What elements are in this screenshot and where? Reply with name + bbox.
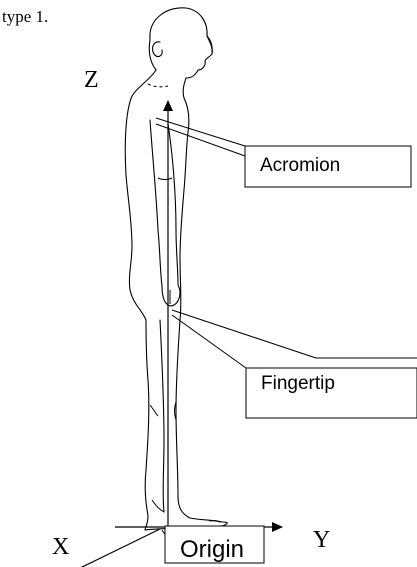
origin-callout: Origin (162, 526, 264, 563)
origin-label: Origin (180, 536, 244, 563)
human-figure (125, 8, 227, 530)
caption-text: type 1. (2, 7, 48, 26)
acromion-leader-lower (156, 124, 245, 156)
fingertip-leader-upper (172, 310, 316, 358)
fingertip-leader-lower (172, 315, 246, 368)
x-axis-label: X (52, 534, 69, 560)
y-axis-label: Y (313, 527, 330, 553)
acromion-label: Acromion (260, 155, 340, 176)
fingertip-label: Fingertip (261, 373, 335, 394)
z-axis-label: Z (84, 67, 99, 93)
x-axis (31, 529, 160, 567)
acromion-callout: Acromion (156, 118, 411, 187)
fingertip-callout: Fingertip (172, 310, 417, 418)
